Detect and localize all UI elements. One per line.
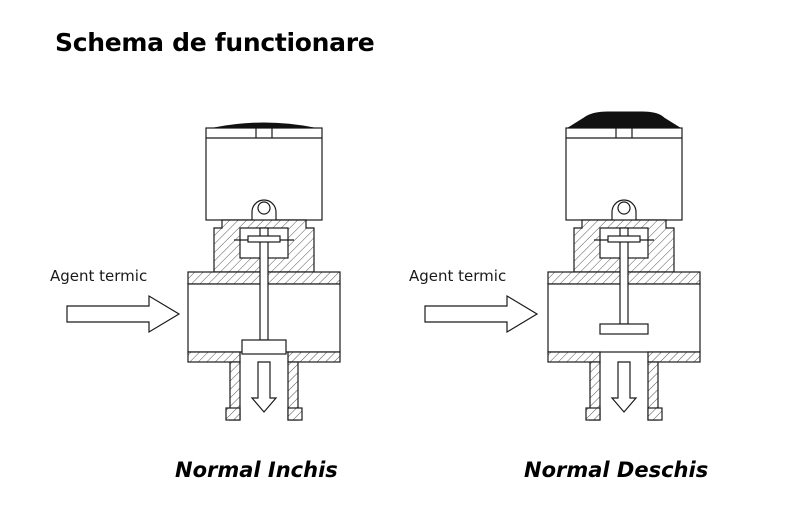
right-actuator-cap [566, 111, 682, 129]
left-valve [187, 122, 341, 421]
left-caption: Normal Inchis [175, 458, 338, 482]
right-caption: Normal Deschis [524, 458, 708, 482]
left-valve-stem [241, 227, 287, 355]
right-flow-label: Agent termic [409, 267, 506, 285]
left-inflow-arrow [66, 295, 180, 333]
right-valve [547, 111, 701, 421]
page-title: Schema de functionare [55, 28, 375, 57]
left-flow-label: Agent termic [50, 267, 147, 285]
left-actuator-cap [213, 122, 315, 129]
right-valve-stem [599, 227, 649, 335]
right-inflow-arrow [424, 295, 538, 333]
